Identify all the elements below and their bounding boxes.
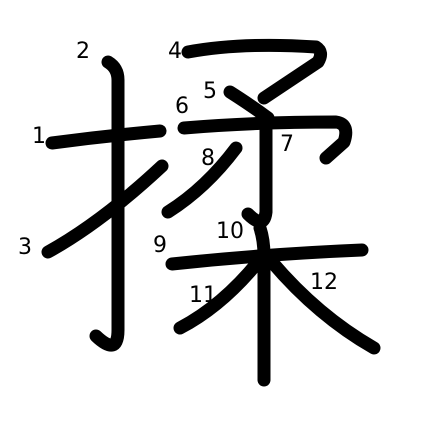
character-strokes — [41, 38, 381, 387]
stroke-number-10: 10 — [216, 219, 244, 244]
stroke-5 — [223, 85, 275, 125]
stroke-numbers: 1 2 3 4 5 6 7 8 9 10 11 12 — [18, 39, 338, 308]
stroke-number-12: 12 — [310, 270, 338, 295]
stroke-number-1: 1 — [32, 124, 46, 149]
stroke-11 — [173, 255, 265, 335]
stroke-1 — [45, 124, 167, 150]
stroke-7 — [241, 123, 273, 228]
stroke-number-11: 11 — [189, 283, 217, 308]
stroke-12 — [265, 255, 381, 355]
stroke-number-9: 9 — [153, 233, 167, 258]
stroke-number-2: 2 — [76, 39, 90, 64]
stroke-number-4: 4 — [168, 39, 182, 64]
stroke-number-3: 3 — [18, 235, 32, 260]
stroke-6 — [177, 115, 353, 165]
stroke-3 — [41, 159, 169, 259]
stroke-number-6: 6 — [175, 94, 189, 119]
stroke-number-5: 5 — [203, 79, 217, 104]
stroke-10 — [253, 221, 271, 387]
stroke-4 — [181, 38, 328, 105]
stroke-number-7: 7 — [280, 132, 294, 157]
stroke-number-8: 8 — [201, 146, 215, 171]
stroke-8 — [161, 141, 243, 219]
